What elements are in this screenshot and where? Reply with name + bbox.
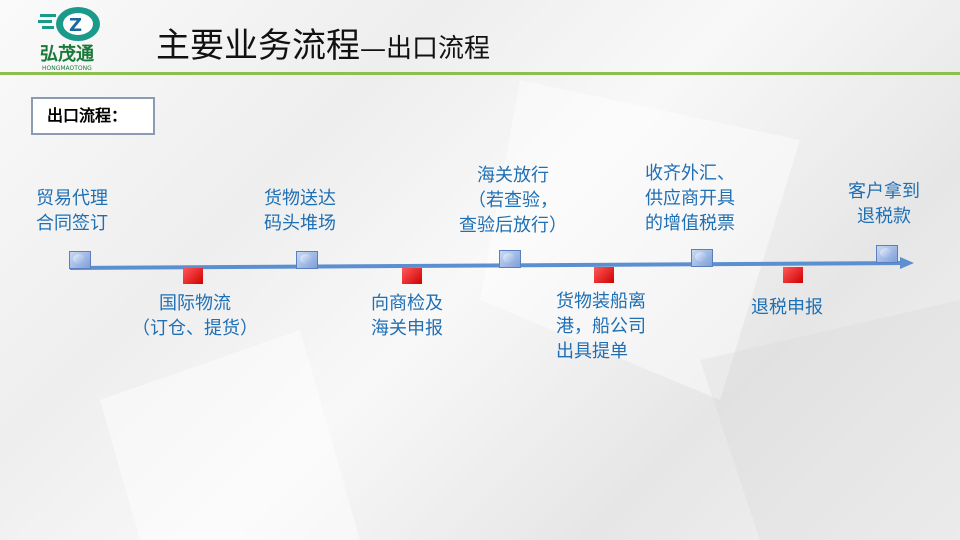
svg-text:Z: Z [69, 15, 82, 36]
label-line: 出具提单 [556, 341, 628, 362]
label-line: 的增值税票 [645, 213, 735, 234]
header-divider [0, 72, 960, 75]
section-label: 出口流程： [31, 97, 155, 135]
label-line: 客户拿到 [848, 181, 920, 202]
step-marker [402, 268, 422, 284]
step-marker [783, 267, 803, 283]
label-line: 海关申报 [371, 318, 443, 339]
label-line: 码头堆场 [264, 213, 336, 234]
page-title: 主要业务流程—出口流程 [156, 18, 490, 67]
logo-text: 弘茂通 [40, 43, 94, 65]
label-line: 港，船公司 [556, 316, 646, 337]
milestone-marker [69, 251, 91, 269]
step-label-shipping: 货物装船离港，船公司出具提单 [556, 289, 646, 364]
label-line: 供应商开具 [645, 188, 735, 209]
milestone-marker [876, 245, 898, 263]
step-label-customs-release: 海关放行 （若查验， 查验后放行） [448, 163, 578, 238]
step-label-refund-apply: 退税申报 [751, 295, 823, 320]
step-label-forex-invoice: 收齐外汇、供应商开具的增值税票 [645, 161, 735, 236]
label-line: 货物送达 [264, 188, 336, 209]
milestone-marker [691, 249, 713, 267]
label-line: 向商检及 [371, 293, 443, 314]
label-line: 国际物流 [159, 293, 231, 314]
title-main: 主要业务流程 [156, 26, 360, 66]
label-line: （订仓、提货） [132, 318, 258, 339]
step-label-refund-received: 客户拿到退税款 [836, 179, 932, 229]
label-line: 货物装船离 [556, 291, 646, 312]
label-line: 收齐外汇、 [645, 163, 735, 184]
step-label-dock: 货物送达码头堆场 [264, 186, 336, 236]
label-line: 贸易代理 [36, 188, 108, 209]
company-logo: Z 弘茂通 HONGMAOTONG [34, 4, 114, 72]
label-line: 海关放行 [477, 165, 549, 186]
label-line: 查验后放行） [459, 215, 567, 236]
label-line: 退税申报 [751, 297, 823, 318]
logo-subtext: HONGMAOTONG [42, 65, 92, 72]
label-line: 退税款 [857, 206, 911, 227]
step-marker [594, 267, 614, 283]
step-marker [183, 268, 203, 284]
label-line: （若查验， [468, 190, 558, 211]
title-suffix: —出口流程 [360, 34, 491, 64]
label-line: 合同签订 [36, 213, 108, 234]
step-label-contract: 贸易代理合同签订 [36, 186, 108, 236]
step-label-logistics: 国际物流 （订仓、提货） [120, 291, 270, 341]
step-label-declaration: 向商检及海关申报 [371, 291, 443, 341]
milestone-marker [499, 250, 521, 268]
milestone-marker [296, 251, 318, 269]
